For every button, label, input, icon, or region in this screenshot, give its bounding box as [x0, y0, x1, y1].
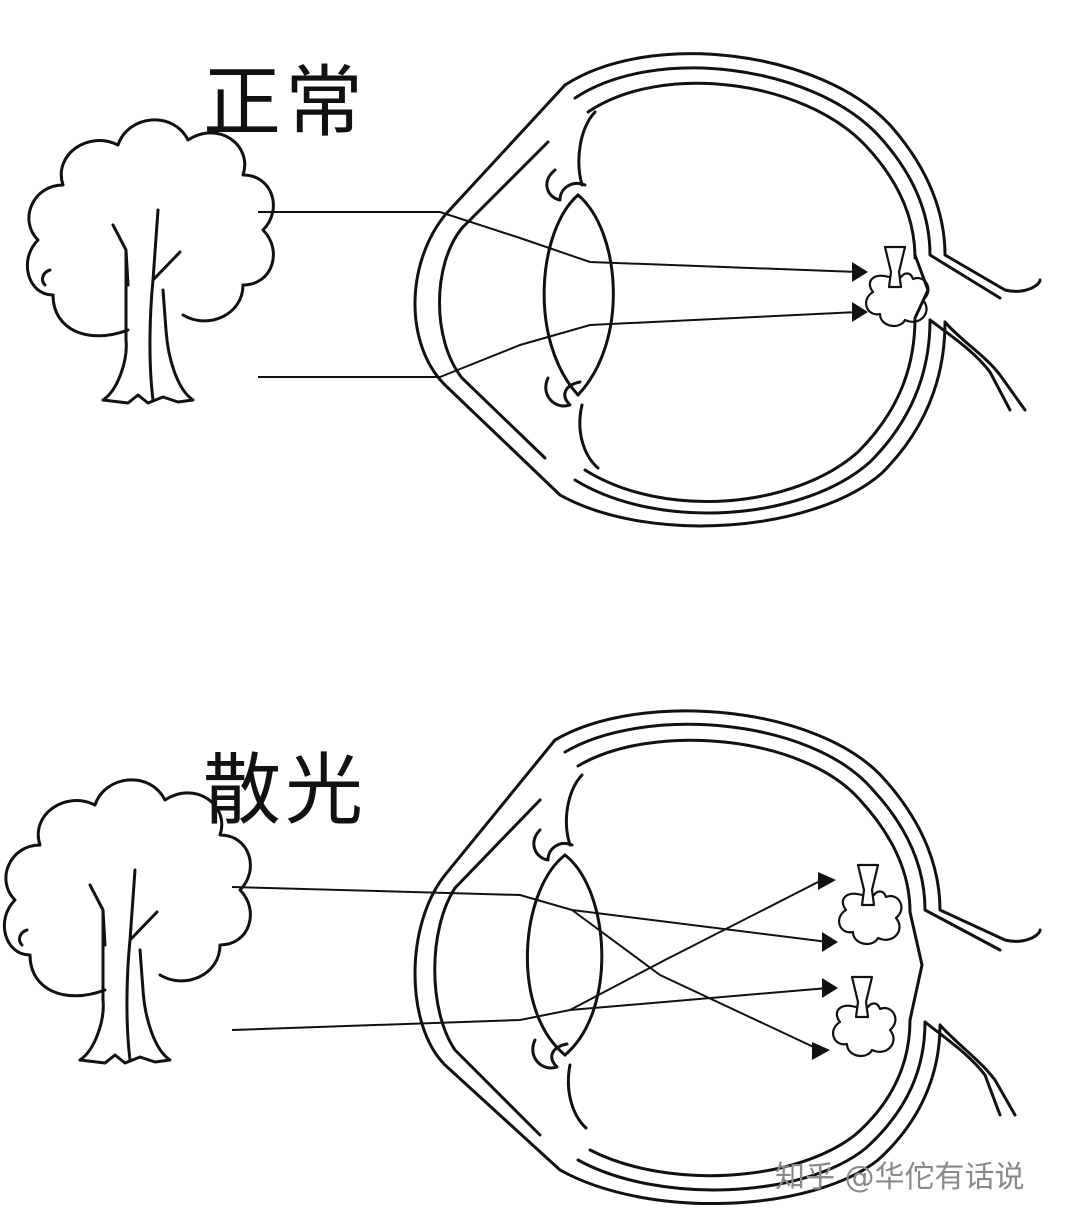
arrow-head — [818, 872, 836, 890]
retina-image-lower — [833, 977, 895, 1056]
arrow-head — [812, 1042, 830, 1060]
normal-eye-panel — [27, 54, 1040, 526]
arrow-head — [852, 262, 868, 282]
label-normal: 正常 — [203, 64, 367, 142]
arrow-head — [822, 932, 838, 952]
tree-object-normal — [27, 120, 273, 403]
light-rays-astigmatism — [232, 872, 838, 1060]
astigmatism-eye-panel — [4, 711, 1040, 1204]
label-astigmatism: 散光 — [203, 752, 367, 830]
arrow-head — [822, 978, 838, 998]
eye-astigmatism — [415, 711, 1040, 1204]
retina-image-normal — [866, 247, 928, 326]
watermark: 知乎 @华佗有话说 — [775, 1152, 1025, 1196]
retina-image-upper — [839, 865, 901, 944]
light-rays-normal — [258, 212, 868, 377]
eye-normal — [415, 54, 1040, 526]
